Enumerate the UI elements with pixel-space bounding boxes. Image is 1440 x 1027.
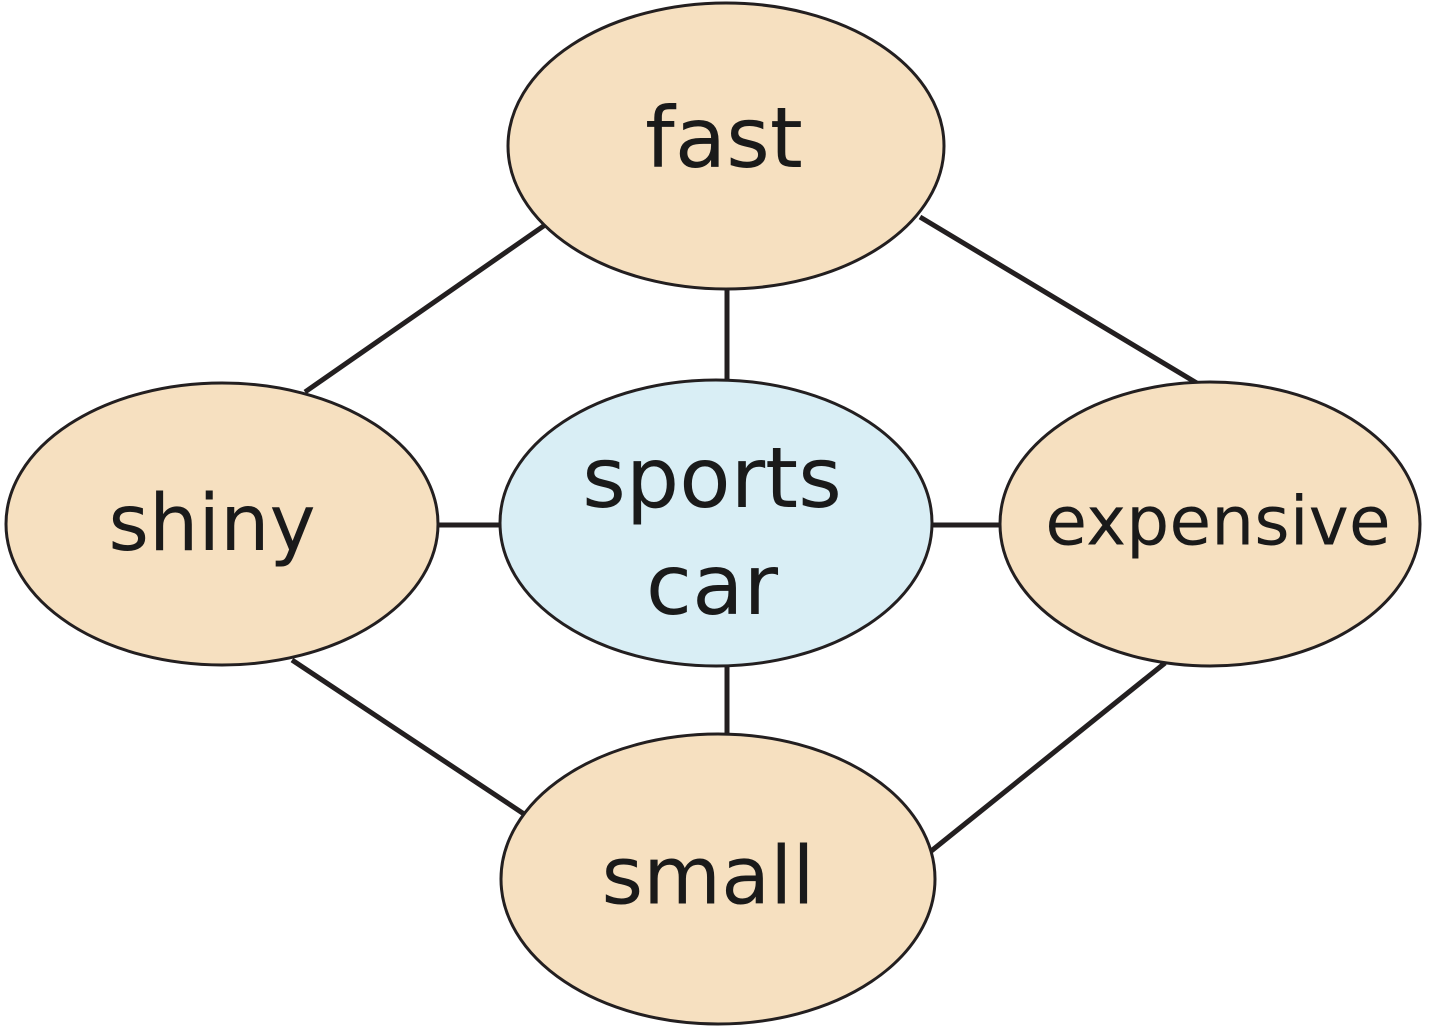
node-expensive-shape: [998, 380, 1422, 668]
edge-fast-expensive: [918, 214, 1202, 388]
node-fast-label: fast: [645, 89, 803, 187]
edges: [290, 214, 1202, 854]
node-small: small: [499, 732, 937, 1026]
edge-expensive-small: [928, 661, 1167, 854]
node-shiny-label: shiny: [108, 479, 315, 569]
node-sports-car-label-line1: sports: [582, 429, 842, 527]
node-fast: fast: [506, 1, 946, 291]
node-expensive: expensive: [998, 380, 1422, 668]
node-shiny: shiny: [4, 381, 440, 667]
node-shiny-shape: [4, 381, 440, 667]
node-small-shape: [499, 732, 937, 1026]
node-fast-shape: [506, 1, 946, 291]
node-small-label: small: [601, 830, 814, 923]
edge-fast-shiny: [303, 222, 547, 395]
node-sports-car-shape: [498, 378, 934, 668]
node-expensive-label: expensive: [1045, 483, 1390, 562]
node-sports-car: sports car: [498, 378, 934, 668]
node-sports-car-label-line2: car: [646, 536, 779, 634]
edge-shiny-small: [290, 657, 532, 821]
